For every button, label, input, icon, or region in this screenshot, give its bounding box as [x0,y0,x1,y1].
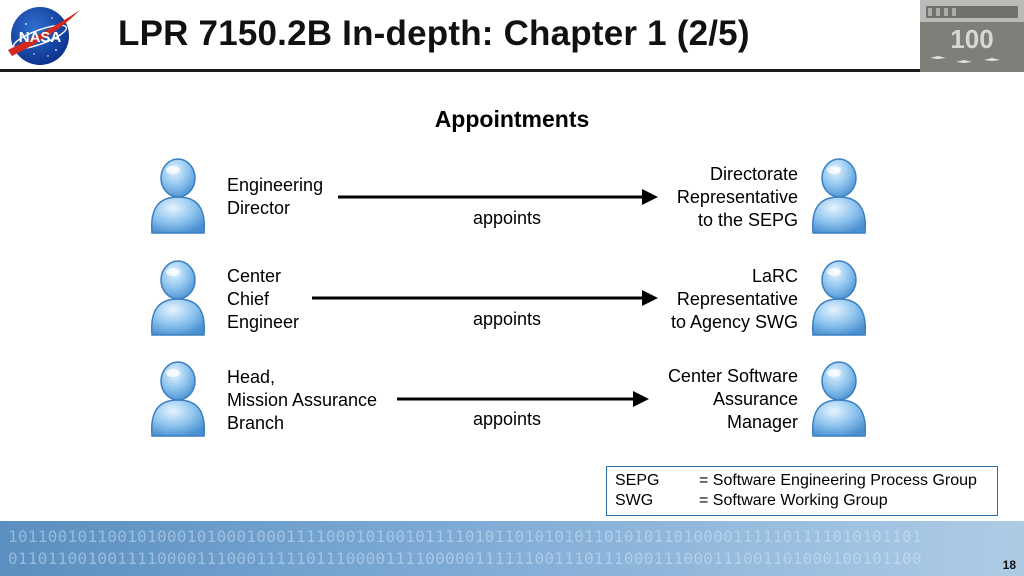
person-icon [148,157,208,235]
page-number: 18 [1002,558,1016,572]
person-icon [809,259,869,337]
appointer-label-line: Engineering [227,175,324,195]
legend-row: SEPG = Software Engineering Process Grou… [615,471,997,491]
binary-text: 1011001011001010001010001000111100010100… [8,527,922,546]
appoints-label: appoints [473,409,542,429]
binary-footer-band: 1011001011001010001010001000111100010100… [0,521,1024,576]
person-icon [809,360,869,438]
nasa-logo-text: NASA [19,29,62,46]
legend-abbr: SEPG [615,472,660,489]
appointer-label-line: Director [227,198,291,218]
appointee-label: LaRC Representative to Agency SWG [671,265,798,334]
appoints-label: appoints [473,309,542,329]
appointer-label-line: Chief [227,289,270,309]
acronym-legend: SEPG = Software Engineering Process Grou… [606,466,998,516]
binary-text: 0110110010011110000111000111110111000011… [8,549,922,568]
person-icon [809,157,869,235]
appointee-label-line: Representative [676,289,798,309]
appointee-label-line: Directorate [709,164,798,184]
appointer-label: Center Chief Engineer [227,265,299,334]
appointee-label-line: Center Software [667,366,798,386]
person-icon [148,360,208,438]
nasa-logo: NASA [4,4,82,68]
centennial-photo: 100 [920,0,1024,72]
appointer-label-line: Branch [227,413,285,433]
appointer-label-line: Engineer [227,312,300,332]
legend-definition: = Software Working Group [699,492,888,509]
legend-row: SWG = Software Working Group [615,491,997,511]
legend-abbr: SWG [615,492,654,509]
appoints-label: appoints [473,208,542,228]
appointer-label-line: Mission Assurance [227,390,378,410]
appointment-arrow [338,189,658,205]
title-divider [0,69,922,72]
centennial-photo-text: 100 [950,24,993,54]
section-title: Appointments [434,106,590,132]
appointer-label: Head, Mission Assurance Branch [227,366,377,435]
appointee-label: Directorate Representative to the SEPG [677,163,798,232]
appointee-label-line: Assurance [712,389,798,409]
appointee-label-line: LaRC [751,266,798,286]
legend-definition: = Software Engineering Process Group [699,472,977,489]
appointer-label-line: Head, [227,367,276,387]
appointee-label-line: to Agency SWG [670,312,798,332]
appointment-arrow [397,391,649,407]
appointee-label-line: Manager [726,412,798,432]
appointee-label: Center Software Assurance Manager [668,365,798,434]
appointee-label-line: Representative [676,187,798,207]
page-title: LPR 7150.2B In-depth: Chapter 1 (2/5) [118,14,750,53]
appointment-arrow [312,290,658,306]
appointee-label-line: to the SEPG [697,210,798,230]
person-icon [148,259,208,337]
appointer-label: Engineering Director [227,174,323,220]
appointer-label-line: Center [227,266,282,286]
